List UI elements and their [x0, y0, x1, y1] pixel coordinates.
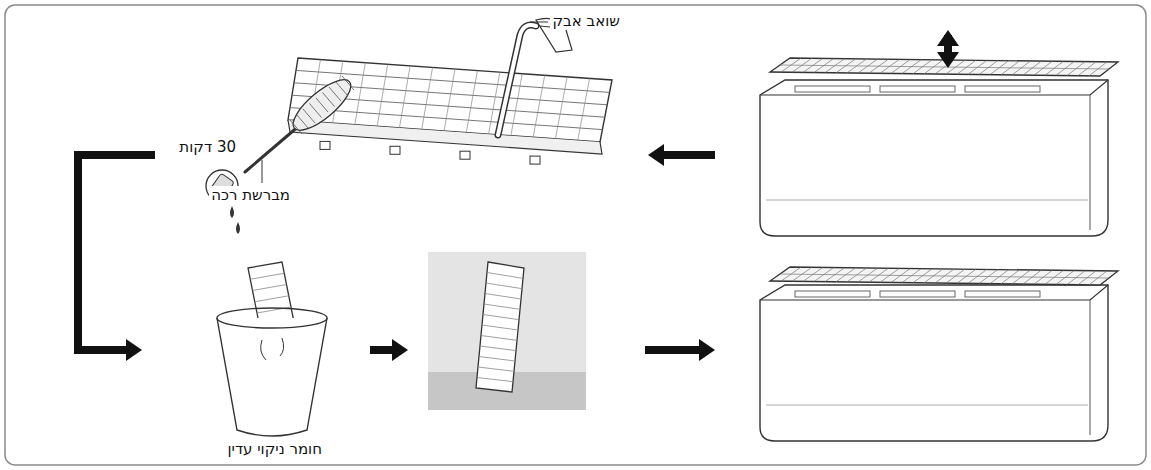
part-label: מברשת רכה	[209, 186, 292, 204]
filter-cleaning	[288, 58, 612, 164]
air-conditioner	[760, 267, 1118, 441]
part-label: שואב אבק	[550, 12, 622, 30]
flow-arrow	[648, 144, 715, 166]
leader-line	[262, 160, 263, 183]
vacuum-cleaner	[498, 18, 572, 135]
detergent-bucket	[217, 262, 327, 436]
part-label: חומר ניקוי עדין	[225, 440, 324, 458]
flow-arrow	[645, 339, 715, 361]
leader-line	[530, 22, 548, 23]
time-label: 30 דקות	[177, 138, 238, 156]
drying-filter	[428, 252, 586, 410]
flow-bracket	[78, 155, 155, 361]
air-conditioner	[760, 58, 1118, 236]
flow-arrow	[370, 339, 408, 361]
air-filter	[770, 267, 1118, 285]
insert-arrow	[937, 35, 959, 68]
frame	[5, 5, 1146, 465]
soft-brush	[245, 72, 358, 172]
